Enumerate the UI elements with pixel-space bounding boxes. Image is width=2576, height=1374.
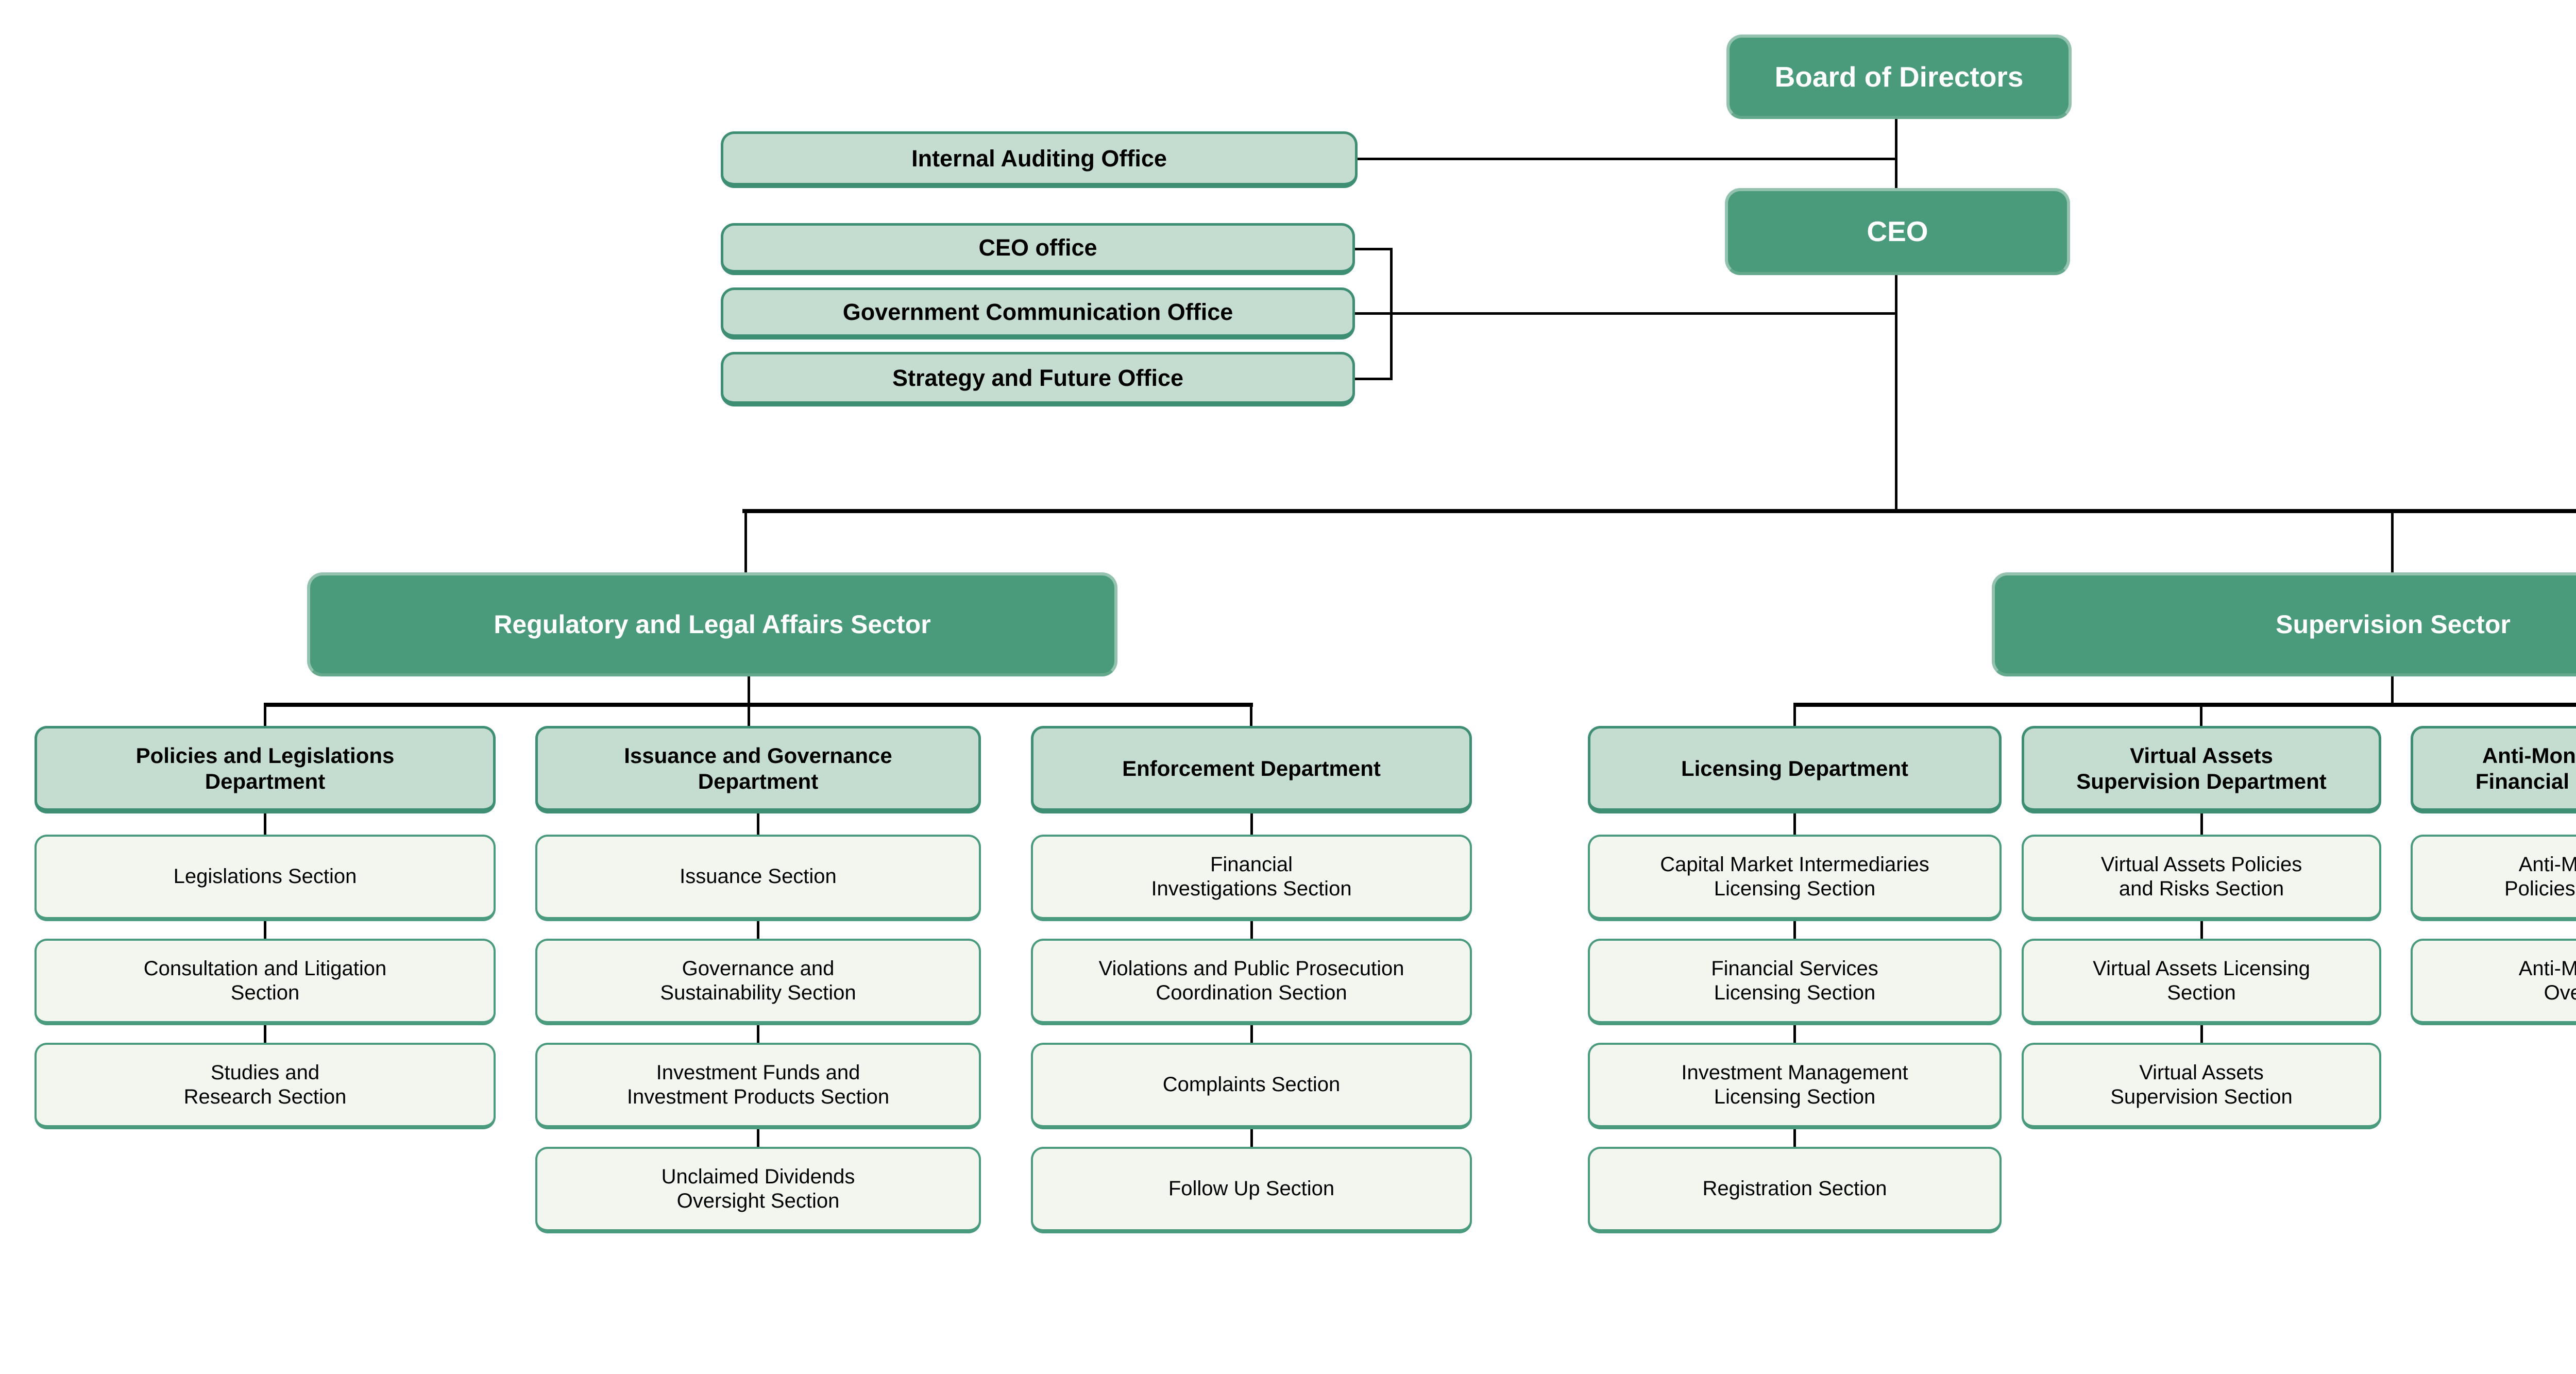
section-studies-and-research-section: Studies and Research Section bbox=[35, 1043, 496, 1129]
connector-line bbox=[1354, 248, 1392, 250]
connector-line bbox=[1354, 378, 1392, 380]
section-complaints-section: Complaints Section bbox=[1031, 1043, 1472, 1129]
section-issuance-section: Issuance Section bbox=[535, 835, 981, 921]
board-of-directors-box: Board of Directors bbox=[1726, 35, 2072, 119]
section-governance-and-sustainability-section: Governance and Sustainability Section bbox=[535, 939, 981, 1025]
department-anti-money-laundering-and-financial-crimes-department: Anti-Money Laundering and Financial Crim… bbox=[2411, 726, 2576, 813]
connector-line bbox=[264, 808, 266, 1053]
section-capital-market-intermediaries-licensing-section: Capital Market Intermediaries Licensing … bbox=[1588, 835, 2002, 921]
connector-line bbox=[264, 706, 266, 727]
office-government-communication: Government Communication Office bbox=[721, 287, 1355, 340]
office-ceo-office: CEO office bbox=[721, 223, 1355, 275]
section-virtual-assets-policies-and-risks-section: Virtual Assets Policies and Risks Sectio… bbox=[2022, 835, 2381, 921]
connector-line bbox=[1793, 703, 2576, 707]
section-consultation-and-litigation-section: Consultation and Litigation Section bbox=[35, 939, 496, 1025]
department-licensing-department: Licensing Department bbox=[1588, 726, 2002, 813]
section-investment-funds-and-investment-products-section: Investment Funds and Investment Products… bbox=[535, 1043, 981, 1129]
department-enforcement-department: Enforcement Department bbox=[1031, 726, 1472, 813]
department-policies-and-legislations-department: Policies and Legislations Department bbox=[35, 726, 496, 813]
connector-line bbox=[742, 509, 2576, 513]
sector-supervision: Supervision Sector bbox=[1992, 572, 2576, 676]
connector-line bbox=[2391, 676, 2394, 705]
connector-line bbox=[1895, 119, 1897, 189]
connector-line bbox=[748, 676, 750, 727]
section-anti-money-laundering-policies-and-risks-section: Anti-Money Laundering Policies and Risks… bbox=[2411, 835, 2576, 921]
section-virtual-assets-licensing-section: Virtual Assets Licensing Section bbox=[2022, 939, 2381, 1025]
ceo-box: CEO bbox=[1725, 188, 2070, 275]
connector-line bbox=[2200, 808, 2203, 1053]
section-violations-and-public-prosecution-coordination-section: Violations and Public Prosecution Coordi… bbox=[1031, 939, 1472, 1025]
sector-regulatory-legal-affairs: Regulatory and Legal Affairs Sector bbox=[307, 572, 1117, 676]
office-strategy-and-future: Strategy and Future Office bbox=[721, 352, 1355, 406]
office-internal-auditing: Internal Auditing Office bbox=[721, 131, 1358, 188]
connector-line bbox=[1895, 275, 1897, 512]
connector-line bbox=[744, 511, 747, 573]
connector-line bbox=[1793, 706, 1796, 727]
connector-line bbox=[1390, 248, 1393, 380]
section-anti-money-laundering-oversight-section: Anti-Money Laundering Oversight Section bbox=[2411, 939, 2576, 1025]
section-virtual-assets-supervision-section: Virtual Assets Supervision Section bbox=[2022, 1043, 2381, 1129]
section-follow-up-section: Follow Up Section bbox=[1031, 1147, 1472, 1233]
section-legislations-section: Legislations Section bbox=[35, 835, 496, 921]
connector-line bbox=[264, 703, 1253, 707]
department-virtual-assets-supervision-department: Virtual Assets Supervision Department bbox=[2022, 726, 2381, 813]
connector-line bbox=[1250, 706, 1252, 727]
department-issuance-and-governance-department: Issuance and Governance Department bbox=[535, 726, 981, 813]
connector-line bbox=[1354, 312, 1897, 315]
connector-line bbox=[2391, 511, 2394, 573]
section-registration-section: Registration Section bbox=[1588, 1147, 2002, 1233]
connector-line bbox=[2200, 706, 2202, 727]
section-financial-investigations-section: Financial Investigations Section bbox=[1031, 835, 1472, 921]
section-unclaimed-dividends-oversight-section: Unclaimed Dividends Oversight Section bbox=[535, 1147, 981, 1233]
section-investment-management-licensing-section: Investment Management Licensing Section bbox=[1588, 1043, 2002, 1129]
section-financial-services-licensing-section: Financial Services Licensing Section bbox=[1588, 939, 2002, 1025]
connector-line bbox=[1357, 158, 1897, 160]
